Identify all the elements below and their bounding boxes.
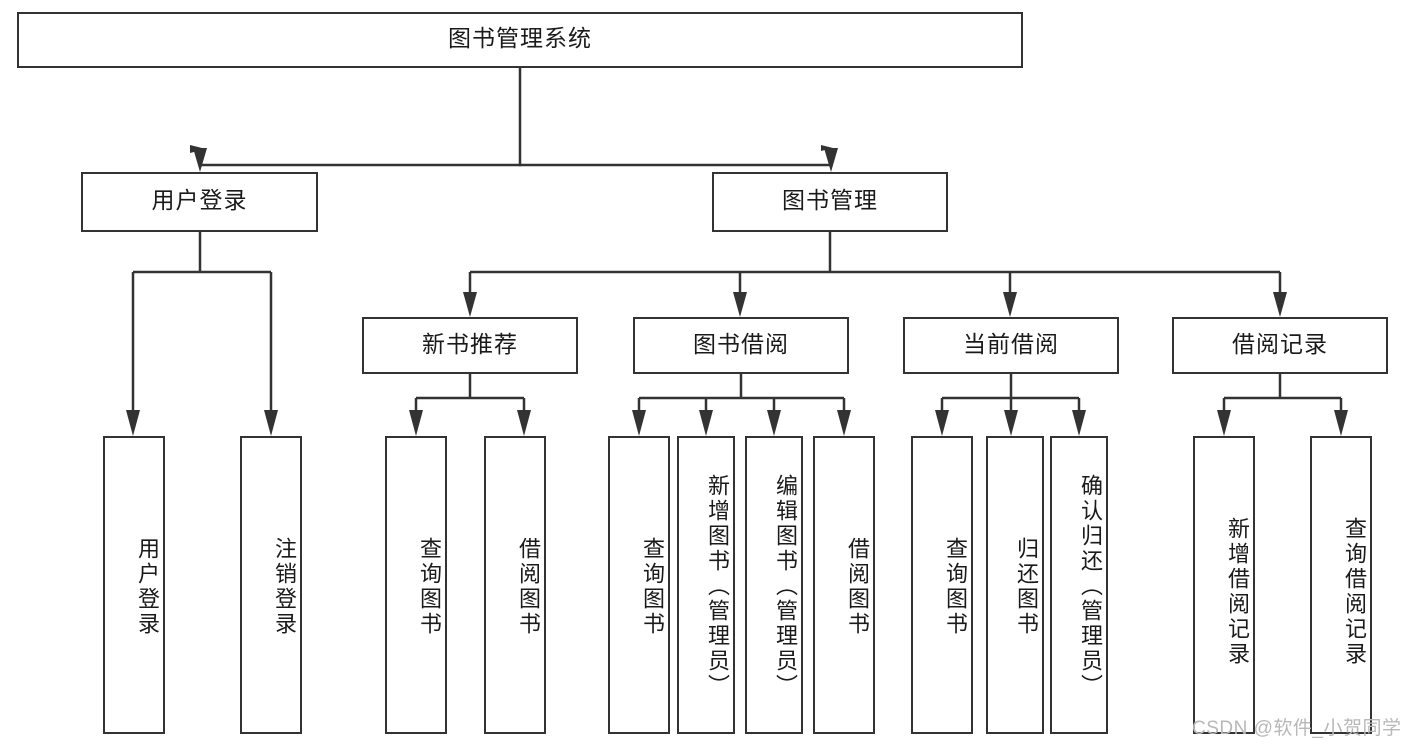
- leaf-edit-book-admin[interactable]: 编辑图书（管理员）: [745, 436, 803, 734]
- leaf-confirm-return-admin-label: 确认归还（管理员）: [1078, 473, 1103, 699]
- leaf-query-book-borrow[interactable]: 查询图书: [608, 436, 670, 734]
- leaf-user-login[interactable]: 用户登录: [103, 436, 165, 734]
- leaf-query-borrow-record-label: 查询借阅记录: [1342, 517, 1367, 667]
- leaf-add-borrow-record-label: 新增借阅记录: [1225, 517, 1250, 667]
- leaf-return-book-label: 归还图书: [1014, 537, 1039, 637]
- leaf-confirm-return-admin[interactable]: 确认归还（管理员）: [1050, 436, 1108, 734]
- csdn-watermark: CSDN @软件_小贺同学: [1192, 718, 1402, 739]
- node-current-borrow-label: 当前借阅: [963, 330, 1059, 357]
- edge-arrowheads: [126, 148, 1348, 436]
- node-new-book-recommend[interactable]: 新书推荐: [362, 317, 578, 374]
- leaf-query-book-current[interactable]: 查询图书: [911, 436, 973, 734]
- node-book-management[interactable]: 图书管理: [712, 172, 948, 232]
- node-book-borrow-label: 图书借阅: [693, 330, 789, 357]
- leaf-add-book-admin[interactable]: 新增图书（管理员）: [677, 436, 735, 734]
- leaf-query-borrow-record[interactable]: 查询借阅记录: [1310, 436, 1372, 734]
- leaf-borrow-book-label: 借阅图书: [845, 537, 870, 637]
- leaf-add-book-admin-label: 新增图书（管理员）: [705, 473, 730, 699]
- leaf-logout[interactable]: 注销登录: [240, 436, 302, 734]
- node-book-management-label: 图书管理: [782, 187, 878, 214]
- node-borrow-record-label: 借阅记录: [1232, 330, 1328, 357]
- leaf-query-book-recommend[interactable]: 查询图书: [385, 436, 447, 734]
- leaf-borrow-book[interactable]: 借阅图书: [813, 436, 875, 734]
- leaf-edit-book-admin-label: 编辑图书（管理员）: [773, 473, 798, 699]
- leaf-query-book-recommend-label: 查询图书: [417, 537, 442, 637]
- leaf-add-borrow-record[interactable]: 新增借阅记录: [1193, 436, 1255, 734]
- leaf-borrow-book-recommend-label: 借阅图书: [516, 537, 541, 637]
- leaf-user-login-label: 用户登录: [135, 537, 160, 637]
- leaf-return-book[interactable]: 归还图书: [986, 436, 1044, 734]
- leaf-query-book-current-label: 查询图书: [943, 537, 968, 637]
- node-root-system[interactable]: 图书管理系统: [17, 12, 1023, 68]
- node-current-borrow[interactable]: 当前借阅: [903, 317, 1119, 374]
- node-root-system-label: 图书管理系统: [448, 25, 592, 52]
- node-new-book-recommend-label: 新书推荐: [422, 330, 518, 357]
- leaf-borrow-book-recommend[interactable]: 借阅图书: [484, 436, 546, 734]
- edge-root-to-level2: [190, 145, 833, 165]
- node-borrow-record[interactable]: 借阅记录: [1172, 317, 1388, 374]
- node-book-borrow[interactable]: 图书借阅: [633, 317, 849, 374]
- edge-group-root: [190, 66, 833, 167]
- node-user-login[interactable]: 用户登录: [81, 172, 318, 232]
- leaf-query-book-borrow-label: 查询图书: [640, 537, 665, 637]
- leaf-logout-label: 注销登录: [272, 537, 297, 637]
- node-user-login-label: 用户登录: [151, 187, 248, 214]
